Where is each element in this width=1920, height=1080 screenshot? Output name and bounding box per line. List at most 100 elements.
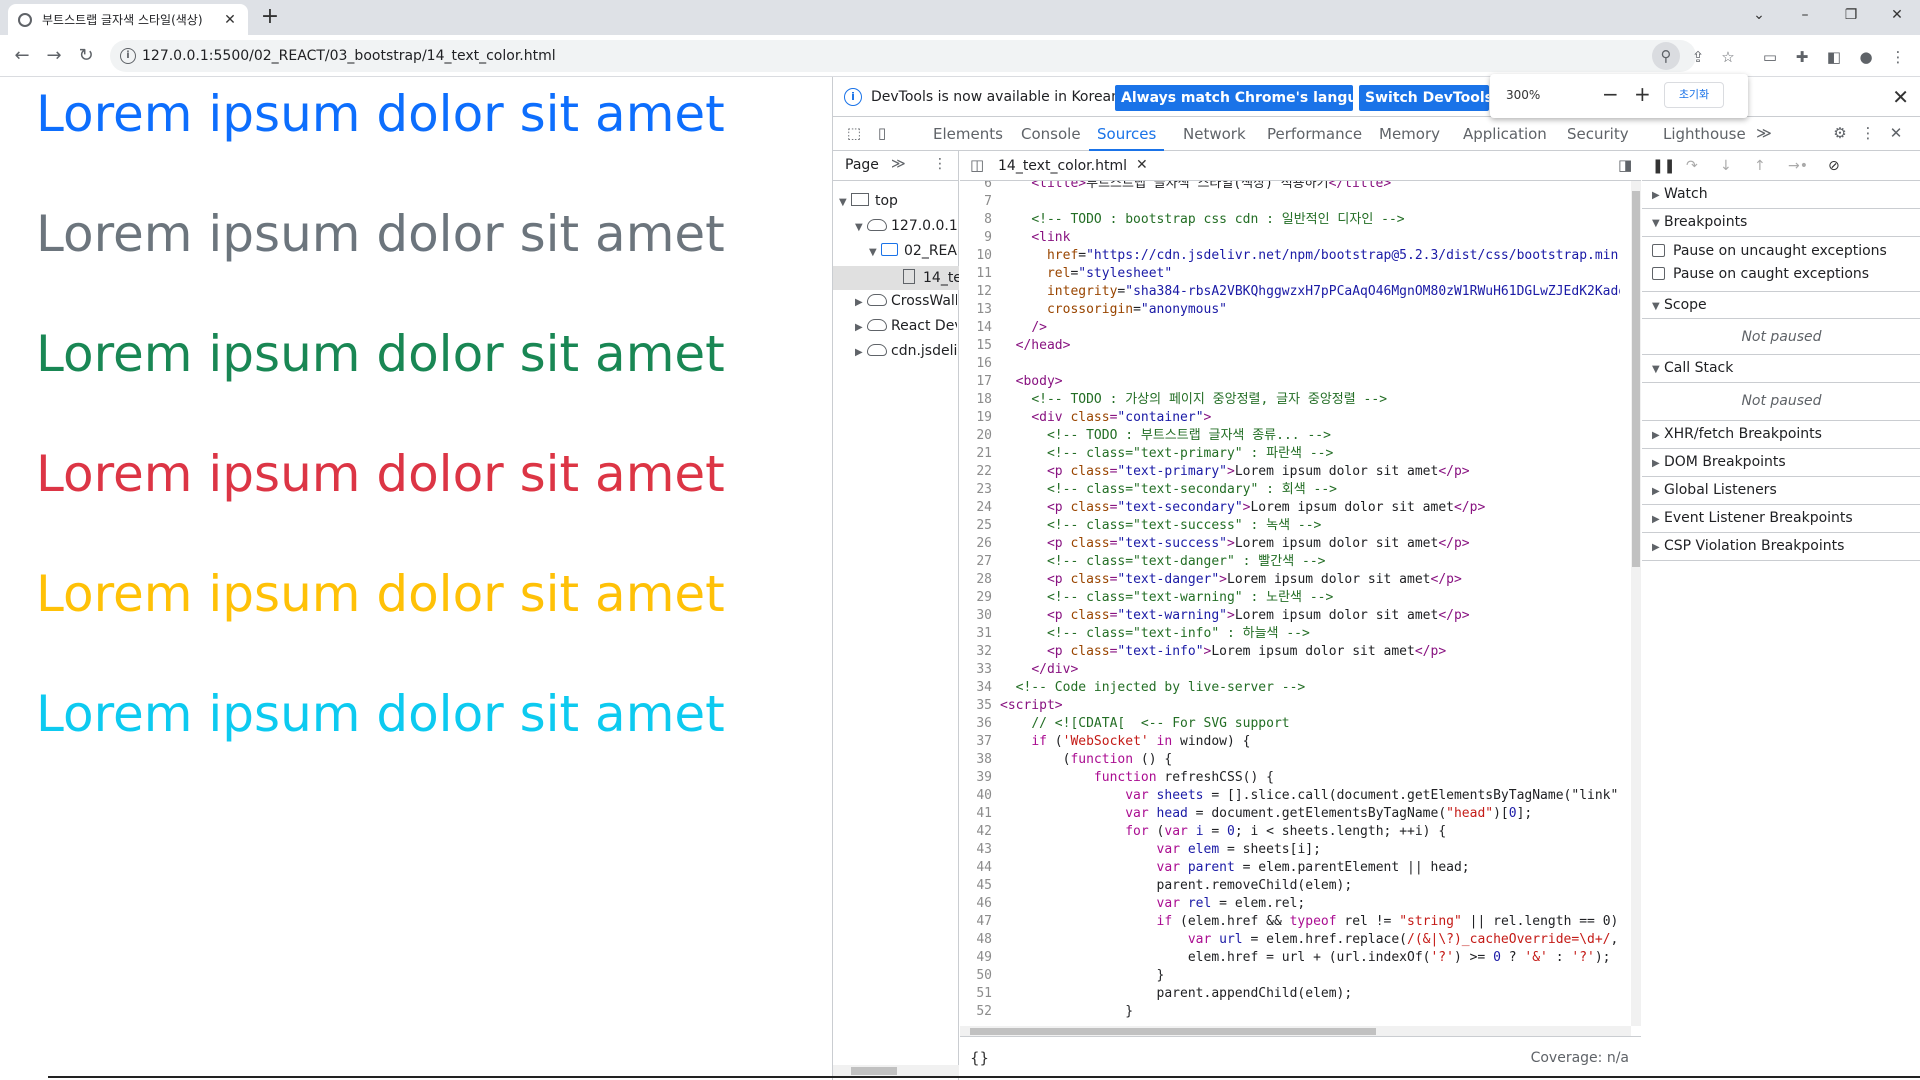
editor-vscroll-thumb[interactable] [1632,191,1640,567]
line-number[interactable]: 10 [976,248,992,263]
code-line[interactable]: 50 } [960,967,1620,985]
settings-gear-icon[interactable]: ⚙ [1833,124,1847,142]
line-number[interactable]: 28 [976,572,992,587]
inspect-element-icon[interactable]: ⬚ [846,124,862,142]
code-line[interactable]: 18 <!-- TODO : 가상의 페이지 중앙정렬, 글자 중앙정렬 --> [960,391,1620,409]
reload-icon[interactable]: ↻ [78,45,94,66]
line-number[interactable]: 51 [976,986,992,1001]
line-number[interactable]: 34 [976,680,992,695]
code-line[interactable]: 51 parent.appendChild(elem); [960,985,1620,1003]
code-line[interactable]: 14 /> [960,319,1620,337]
line-number[interactable]: 11 [976,266,992,281]
tree-react-devtools[interactable]: ▶React DevTools [855,318,957,334]
code-line[interactable]: 26 <p class="text-success">Lorem ipsum d… [960,535,1620,553]
line-number[interactable]: 14 [976,320,992,335]
line-number[interactable]: 32 [976,644,992,659]
step-out-icon[interactable]: ↑ [1754,158,1766,174]
pause-icon[interactable]: ❚❚ [1652,158,1676,174]
code-line[interactable]: 32 <p class="text-info">Lorem ipsum dolo… [960,643,1620,661]
line-number[interactable]: 26 [976,536,992,551]
line-number[interactable]: 38 [976,752,992,767]
new-tab-button[interactable]: + [260,4,280,29]
line-number[interactable]: 40 [976,788,992,803]
line-number[interactable]: 16 [976,356,992,371]
line-number[interactable]: 19 [976,410,992,425]
tab-search-icon[interactable]: ⌄ [1753,7,1765,23]
code-line[interactable]: 46 var rel = elem.rel; [960,895,1620,913]
code-line[interactable]: 27 <!-- class="text-danger" : 빨간색 --> [960,553,1620,571]
always-match-language-button[interactable]: Always match Chrome's language [1115,85,1353,111]
close-infobar-icon[interactable]: ✕ [1892,85,1909,109]
line-number[interactable]: 9 [984,230,992,245]
line-number[interactable]: 18 [976,392,992,407]
profile-avatar[interactable]: ● [1859,48,1873,66]
line-number[interactable]: 44 [976,860,992,875]
line-number[interactable]: 23 [976,482,992,497]
line-number[interactable]: 31 [976,626,992,641]
line-number[interactable]: 13 [976,302,992,317]
cast-icon[interactable]: ▭ [1762,48,1778,66]
line-number[interactable]: 27 [976,554,992,569]
line-number[interactable]: 8 [984,212,992,227]
code-line[interactable]: 44 var parent = elem.parentElement || he… [960,859,1620,877]
line-number[interactable]: 47 [976,914,992,929]
code-line[interactable]: 16 [960,355,1620,373]
tree-localhost[interactable]: ▼127.0.0.1:5500 [855,218,957,234]
restore-button[interactable]: ❐ [1844,7,1858,23]
zoom-in-button[interactable]: + [1634,82,1651,106]
toggle-debugger-icon[interactable]: ◨ [1618,156,1633,174]
code-line[interactable]: 48 var url = elem.href.replace(/(&|\?)_c… [960,931,1620,949]
close-devtools-icon[interactable]: ✕ [1889,124,1903,142]
browser-tab[interactable]: 부트스트랩 글자색 스타일(색상) ✕ [8,4,248,35]
global-listeners-section[interactable]: ▶Global Listeners [1642,477,1920,505]
minimize-button[interactable]: – [1801,7,1809,23]
tree-top[interactable]: ▼top [839,193,898,209]
code-line[interactable]: 33 </div> [960,661,1620,679]
code-line[interactable]: 39 function refreshCSS() { [960,769,1620,787]
line-number[interactable]: 25 [976,518,992,533]
address-bar[interactable]: i 127.0.0.1:5500/02_REACT/03_bootstrap/1… [110,40,1696,72]
line-number[interactable]: 29 [976,590,992,605]
tab-sources[interactable]: Sources [1089,117,1165,151]
line-number[interactable]: 20 [976,428,992,443]
share-icon[interactable]: ⇪ [1691,48,1705,66]
tab-memory[interactable]: Memory [1379,125,1441,143]
code-line[interactable]: 49 elem.href = url + (url.indexOf('?') >… [960,949,1620,967]
editor-vscroll[interactable] [1631,181,1641,1026]
pause-uncaught-checkbox[interactable]: Pause on uncaught exceptions [1652,241,1887,261]
breakpoints-section[interactable]: ▼Breakpoints [1642,209,1920,237]
code-line[interactable]: 37 if ('WebSocket' in window) { [960,733,1620,751]
extensions-icon[interactable]: ✚ [1795,48,1809,66]
close-tab-icon[interactable]: ✕ [224,11,236,28]
line-number[interactable]: 48 [976,932,992,947]
scope-section[interactable]: ▼Scope [1642,291,1920,319]
code-line[interactable]: 30 <p class="text-warning">Lorem ipsum d… [960,607,1620,625]
code-line[interactable]: 13 crossorigin="anonymous" [960,301,1620,319]
line-number[interactable]: 36 [976,716,992,731]
code-line[interactable]: 25 <!-- class="text-success" : 녹색 --> [960,517,1620,535]
code-line[interactable]: 9 <link [960,229,1620,247]
tree-folder[interactable]: ▼02_REACT [869,243,957,259]
code-line[interactable]: 52 } [960,1003,1620,1021]
line-number[interactable]: 12 [976,284,992,299]
editor-hscroll[interactable] [960,1026,1631,1036]
line-number[interactable]: 41 [976,806,992,821]
code-line[interactable]: 36 // <![CDATA[ <-- For SVG support [960,715,1620,733]
tree-cdn[interactable]: ▶cdn.jsdelivr.net [855,343,957,359]
close-window-button[interactable]: ✕ [1891,7,1903,23]
line-number[interactable]: 45 [976,878,992,893]
line-number[interactable]: 49 [976,950,992,965]
tab-lighthouse[interactable]: Lighthouse [1663,125,1746,143]
code-line[interactable]: 42 for (var i = 0; i < sheets.length; ++… [960,823,1620,841]
more-tabs-icon[interactable]: ≫ [1756,124,1772,142]
code-line[interactable]: 11 rel="stylesheet" [960,265,1620,283]
code-line[interactable]: 19 <div class="container"> [960,409,1620,427]
line-number[interactable]: 24 [976,500,992,515]
code-line[interactable]: 12 integrity="sha384-rbsA2VBKQhggwzxH7pP… [960,283,1620,301]
code-line[interactable]: 40 var sheets = [].slice.call(document.g… [960,787,1620,805]
line-number[interactable]: 37 [976,734,992,749]
line-number[interactable]: 43 [976,842,992,857]
code-line[interactable]: 47 if (elem.href && typeof rel != "strin… [960,913,1620,931]
back-icon[interactable]: ← [14,45,30,66]
code-line[interactable]: 29 <!-- class="text-warning" : 노란색 --> [960,589,1620,607]
